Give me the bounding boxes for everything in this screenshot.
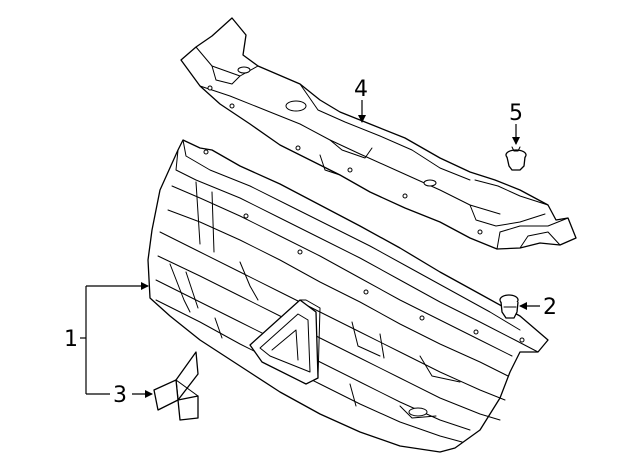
emblem-part: [153, 351, 199, 421]
callout-1: 1: [64, 327, 78, 352]
clip-part-2: [499, 294, 519, 319]
leader-lines: [80, 100, 540, 398]
callout-5: 5: [509, 101, 523, 126]
clip-part-5: [505, 146, 527, 171]
callout-3: 3: [113, 383, 127, 408]
upper-cover-part: [180, 17, 577, 250]
grille-part: [147, 139, 549, 453]
callout-2: 2: [543, 295, 557, 320]
callout-4: 4: [354, 77, 368, 102]
